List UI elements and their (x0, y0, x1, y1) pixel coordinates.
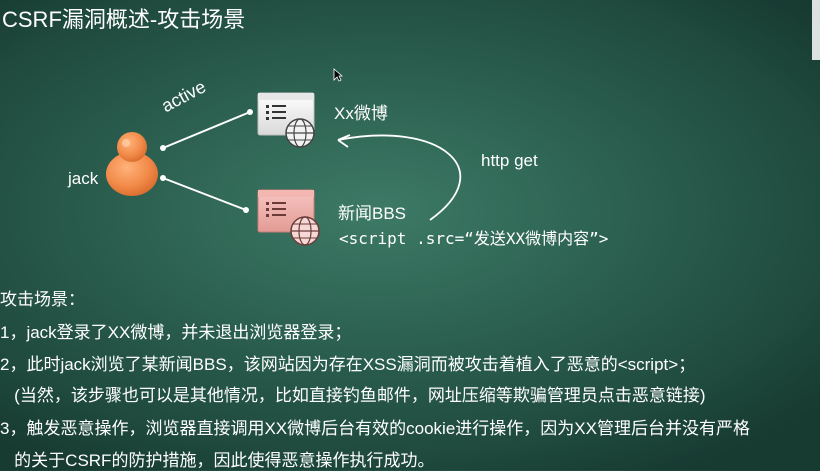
request-label: http get (481, 151, 538, 170)
screen-edge (812, 0, 820, 60)
http-get-arrow (337, 134, 462, 221)
scenario-line: 3，触发恶意操作，浏览器直接调用XX微博后台有效的cookie进行操作，因为XX… (0, 419, 750, 438)
target-site-label: Xx微博 (334, 104, 388, 123)
scenario-heading: 攻击场景： (0, 290, 85, 309)
connector-to-weibo (160, 109, 253, 151)
user-label: jack (68, 169, 99, 188)
connector-to-bbs (160, 175, 249, 213)
scenario-line: 的关于CSRF的防护措施，因此使得恶意操作执行成功。 (0, 451, 435, 470)
malicious-site-label: 新闻BBS (338, 204, 407, 223)
scenario-line: 1，jack登录了XX微博，并未退出浏览器登录； (0, 323, 352, 342)
user-person-icon (106, 132, 158, 196)
scenario-line: (当然，该步骤也可以是其他情况，比如直接钓鱼邮件，网址压缩等欺骗管理员点击恶意链… (0, 386, 706, 405)
mouse-cursor-icon (333, 68, 343, 82)
bbs-site-icon (257, 189, 320, 246)
weibo-site-icon (257, 92, 315, 148)
scenario-line: 2，此时jack浏览了某新闻BBS，该网站因为存在XSS漏洞而被攻击着植入了恶意… (0, 355, 696, 374)
script-label: <script .src=“发送XX微博内容”> (339, 229, 609, 248)
slide-title: CSRF漏洞概述-攻击场景 (2, 7, 246, 32)
